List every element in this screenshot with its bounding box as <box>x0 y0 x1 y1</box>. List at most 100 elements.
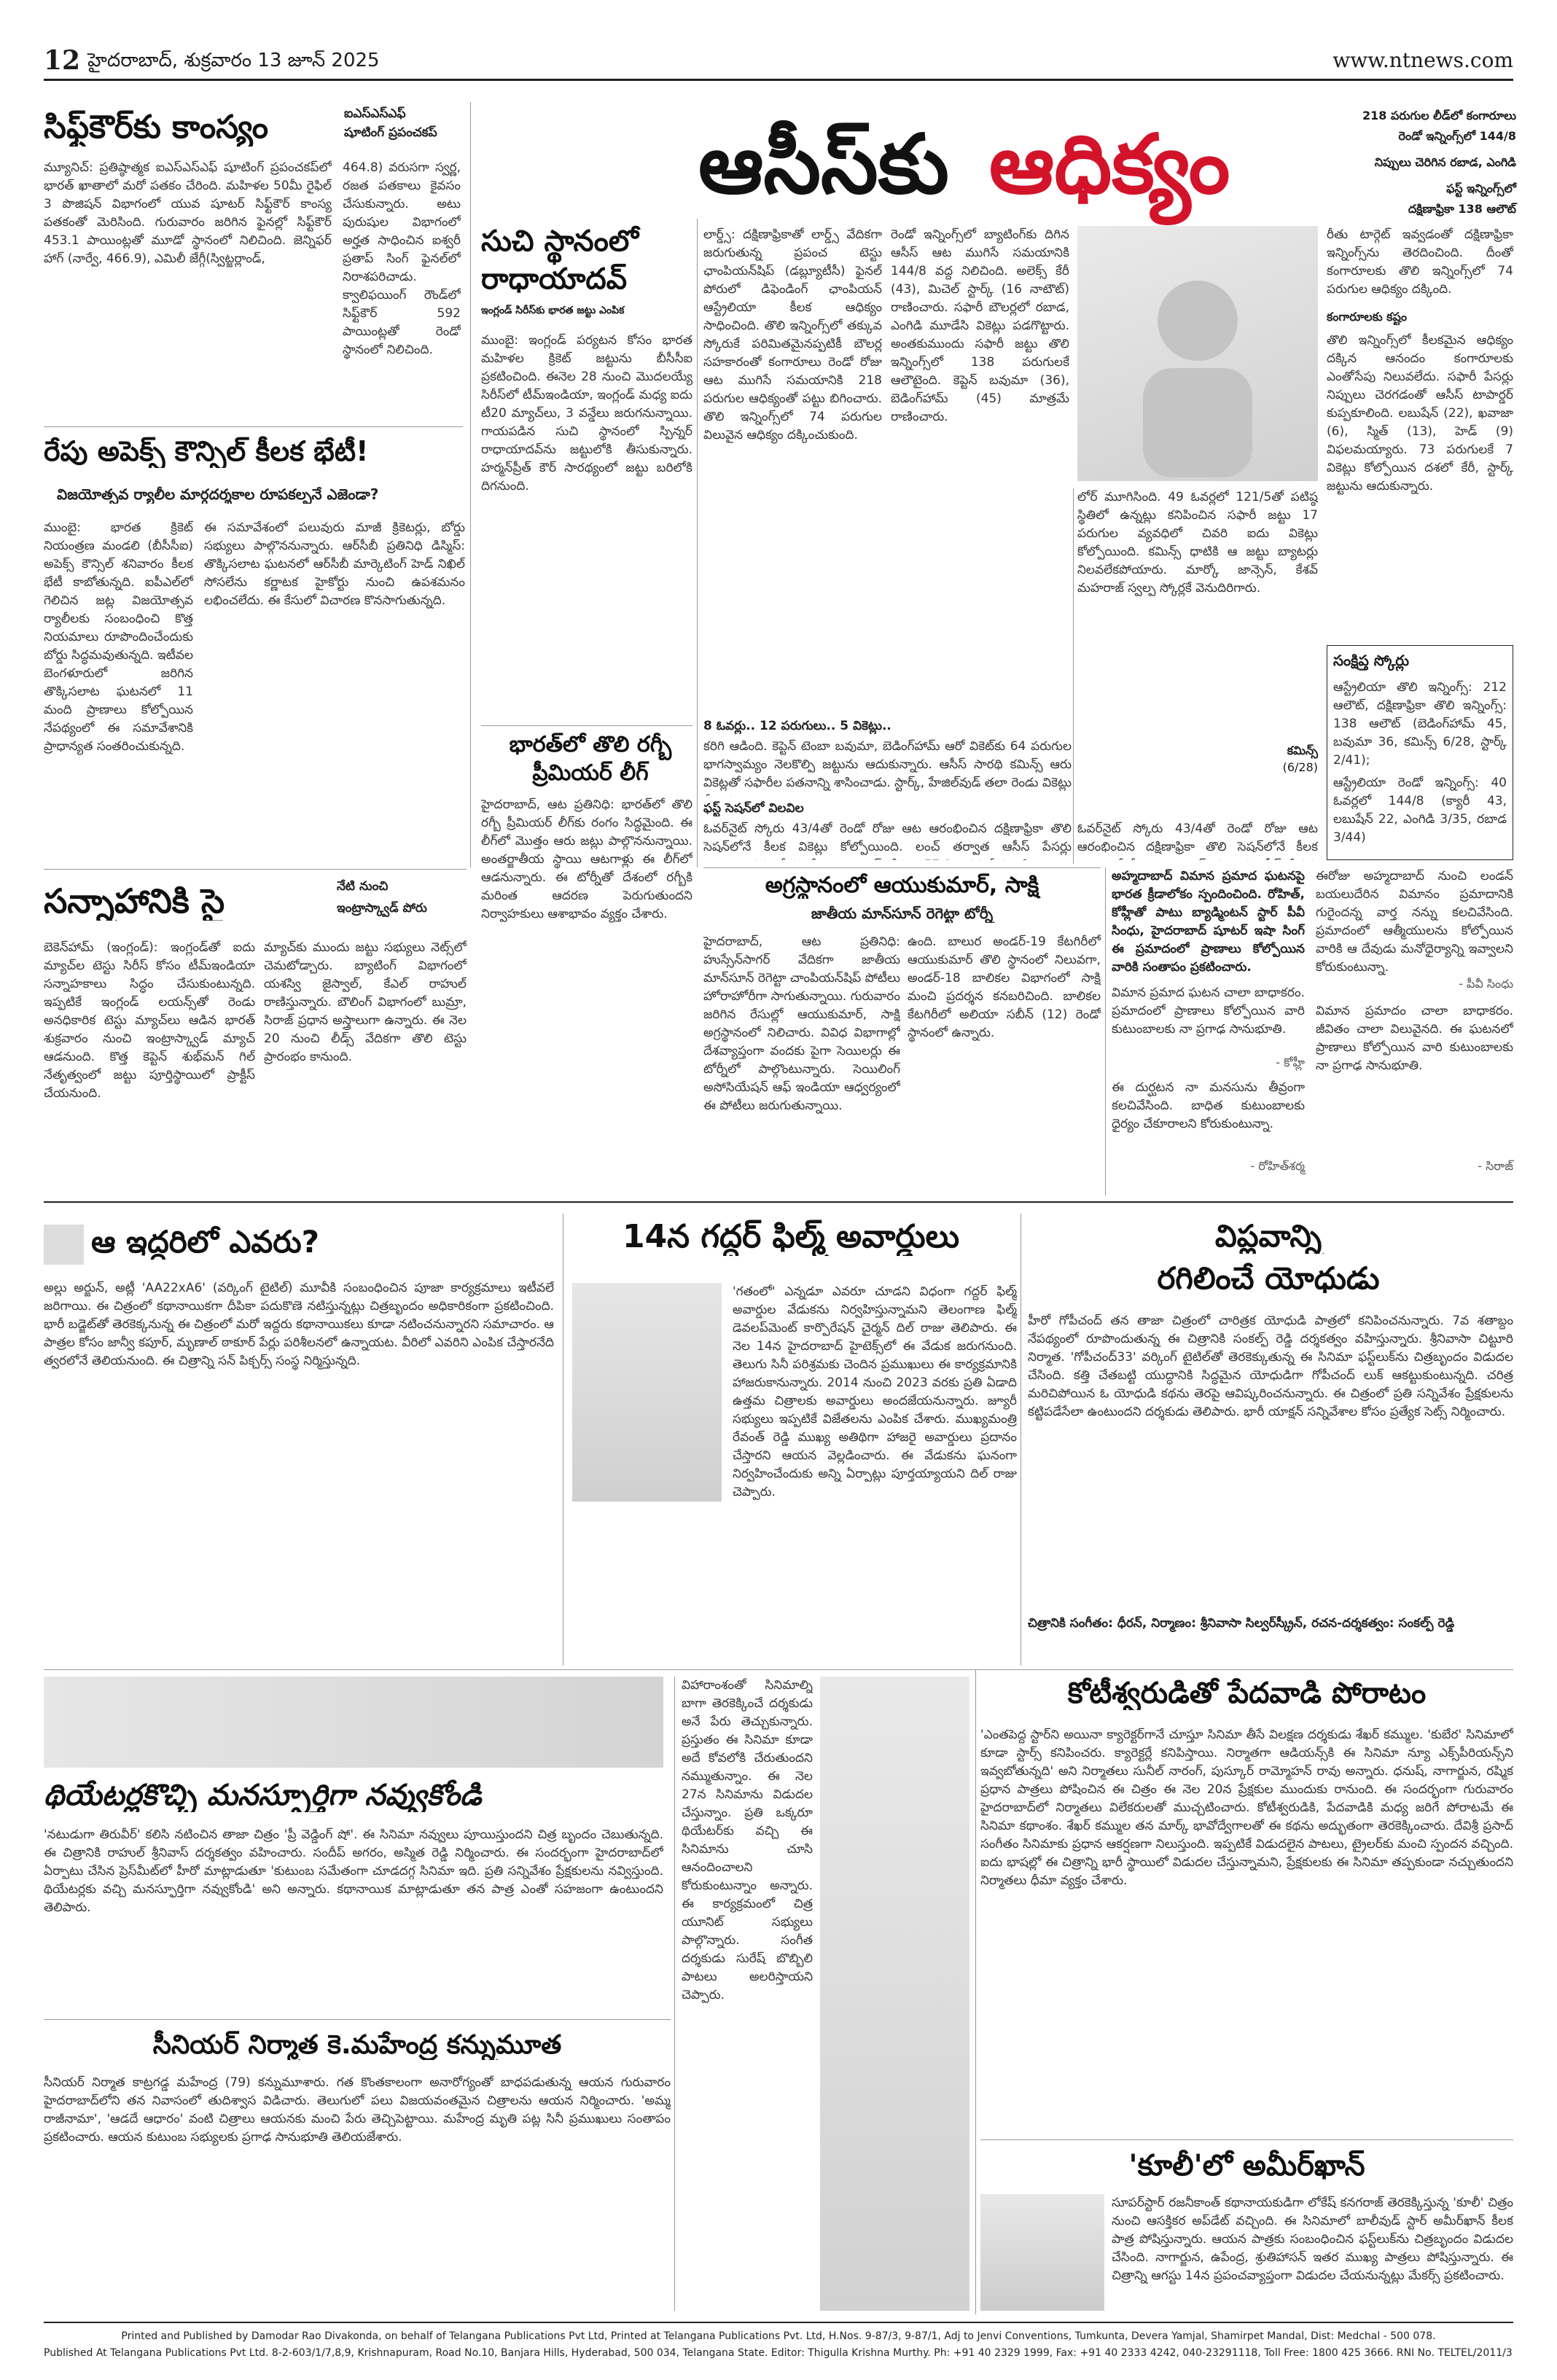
coolie-top-rule <box>980 2139 1513 2140</box>
aussies-col3-text: కరిగి ఆడింది. కెప్టెన్ టెంబా బవుమా, బెడి… <box>703 739 1072 796</box>
letters-sign-2: - రోహిత్‌శర్మ <box>1250 1159 1305 1173</box>
coolie-photo <box>980 2194 1104 2311</box>
lower-rule <box>44 1669 1017 1670</box>
letters-right-2: విమాన ప్రమాదం చాలా బాధాకరం. జీవితం చాలా … <box>1316 1004 1513 1073</box>
gaddar-photo <box>572 1283 722 1502</box>
letters-sign-4: - సిరాజ్ <box>1478 1159 1513 1173</box>
photo-icon <box>1143 281 1252 477</box>
aussies-deck-3: నిప్పులు చెరిగిన రబాడ, ఎంగిడి <box>1374 155 1516 169</box>
aussies-deck-1: 218 పరుగుల లీడ్‌లో కంగారూలు <box>1362 109 1516 122</box>
letters-left-1: అహ్మదాబాద్ విమాన ప్రమాద ఘటనపై భారత క్రీడ… <box>1112 869 1305 975</box>
letters-sign-3: - పీవీ సింధు <box>1459 977 1513 991</box>
sanna-body-left: బెకెన్‌హామ్ (ఇంగ్లండ్): ఇంగ్లండ్‌తో ఐదు … <box>44 940 255 1101</box>
letters-right-1: ఈరోజు అహ్మదాబాద్ నుంచి లండన్ బయలుదేరిన వ… <box>1316 869 1513 975</box>
yodhudu-body: హీరో గోపీచంద్ తన తాజా చిత్రంలో చారిత్రక … <box>1028 1314 1513 1419</box>
sanna-top-rule <box>44 869 467 870</box>
sanna-headline: సన్నాహానికి సై <box>44 882 225 921</box>
footer-line-2: Published At Telangana Publications Pvt … <box>44 2347 1513 2359</box>
sanna-body-right: మ్యాచ్‌కు ముందు జట్టు సభ్యులు నెట్స్‌లో … <box>264 940 467 1064</box>
suchi-body: ముంబై: ఇంగ్లండ్ పర్యటన కోసం భారత మహిళల క… <box>481 333 692 493</box>
yodhudu-headline-2: రగిలించే యోధుడు <box>1157 1261 1380 1296</box>
aussies-col1: లార్డ్స్: దక్షిణాఫ్రికాతో లార్డ్స్ వేదిక… <box>703 227 882 442</box>
yodhudu-headline-1: విప్లవాన్ని <box>1214 1219 1322 1254</box>
suchi-byline: ఇంగ్లండ్ సిరీస్‌కు భారత జట్టు ఎంపిక <box>481 305 625 316</box>
mahendra-headline: సీనియర్ నిర్మాత కె.మహేంద్ర కన్నుమూత <box>152 2030 562 2060</box>
ayush-body-left: హైదరాబాద్, ఆట ప్రతినిధి: హుస్సేన్‌సాగర్ … <box>703 935 900 1113</box>
aussies-col4-right: ఓవర్‌నైట్ స్కోరు 43/4తో రెండో రోజు ఆట ఆర… <box>1077 822 1318 860</box>
footer-line-1: Printed and Published by Damodar Rao Div… <box>121 2330 1436 2342</box>
aussies-deck: 218 పరుగుల లీడ్‌లో కంగారూలు రెండో ఇన్నిం… <box>1319 106 1516 219</box>
col-divider-7 <box>674 1677 675 2311</box>
yodhudu-credits: చిత్రానికి సంగీతం: ధీరన్, నిర్మాణం: శ్రీ… <box>1028 1616 1455 1631</box>
aussies-col6: రీతు టార్గెట్ ఇవ్వడంతో దక్షిణాఫ్రికా ఇన్… <box>1327 227 1513 297</box>
sift-body-left: మ్యూనిచ్: ప్రతిష్ఠాత్మక ఐఎస్‌ఎస్‌ఎఫ్ షూట… <box>44 160 332 266</box>
iddari-body: అల్లు అర్జున్, అట్లీ 'AA22xA6' (వర్కింగ్… <box>44 1281 554 1368</box>
sift-kicker-1: ఐఎస్‌ఎస్‌ఎఫ్ <box>344 106 406 121</box>
aussies-headline-part1: ఆసీస్‌కు <box>698 117 949 212</box>
ayush-subhead: జాతీయ మాన్‌సూన్ రెగెట్టా టోర్నీ <box>811 905 994 922</box>
iddari-photo <box>44 1225 84 1265</box>
sift-kicker-2: షూటింగ్ ప్రపంచకప్ <box>344 125 437 140</box>
gaddar-body: 'గతంలో' ఎన్నడూ ఎవరూ చూడని విధంగా గద్దర్ … <box>733 1284 1017 1499</box>
letters-left-2: విమాన ప్రమాద ఘటన చాలా బాధాకరం. ప్రమాదంలో… <box>1112 986 1305 1037</box>
aussies-sub-1: 8 ఓవర్లు.. 12 పరుగులు.. 5 వికెట్లు.. <box>703 719 891 733</box>
aussies-col2: రెండో ఇన్నింగ్స్‌లో బ్యాటింగ్‌కు దిగిన ఆ… <box>891 227 1069 424</box>
photo-score: (6/28) <box>1282 760 1318 774</box>
aussies-headline: ఆసీస్‌కు ఆధిక్యం <box>698 124 1303 226</box>
sift-headline: సిఫ్ట్‌కౌర్‌కు కాంస్యం <box>44 109 269 146</box>
koti-top-rule <box>977 1669 1513 1670</box>
aussies-deck-2: రెండో ఇన్నింగ్స్‌లో 144/8 <box>1398 129 1516 143</box>
apex-headline: రేపు అపెక్స్ కౌన్సిల్ కీలక భేటీ! <box>44 436 369 467</box>
sanna-kicker-1: నేటి నుంచి <box>337 879 389 894</box>
apex-body-left: ముంబై: భారత క్రికెట్ నియంత్రణ మండలి (బీస… <box>44 520 193 754</box>
apex-body-right: ఈ సమావేశంలో పలువురు మాజీ క్రికెటర్లు, బో… <box>204 520 465 608</box>
website[interactable]: www.ntnews.com <box>1332 48 1513 72</box>
rugby-body: హైదరాబాద్, ఆట ప్రతినిధి: భారత్‌లో తొలి ర… <box>481 797 692 921</box>
coolie-headline: 'కూలీ'లో అమీర్‌ఖాన్ <box>1128 2149 1365 2182</box>
mahendra-body: సీనియర్ నిర్మాత కాట్రగడ్డ మహేంద్ర (79) క… <box>44 2075 671 2145</box>
photo-caption: కమిన్స్ (6/28) <box>1077 744 1318 774</box>
theater-photo <box>44 1677 663 1768</box>
aussies-col7: తొలి ఇన్నింగ్స్‌లో కీలకమైన ఆధిక్యం దక్కి… <box>1327 333 1513 493</box>
aussies-col5: లోర్ మూగిసింది. 49 ఓవర్లలో 121/5తో పటిష్… <box>1077 490 1318 596</box>
mid-page-rule <box>44 1201 1513 1203</box>
scorecard-line-1: ఆస్ట్రేలియా తొలి ఇన్నింగ్స్: 212 ఆలౌట్, … <box>1333 680 1507 768</box>
aussies-col4: ఓవర్‌నైట్ స్కోరు 43/4తో రెండో రోజు ఆట ఆర… <box>703 822 1072 860</box>
scorecard-title: సంక్షిప్త స్కోర్లు <box>1333 652 1409 669</box>
koti-headline: కోటీశ్వరుడితో పేదవాడి పోరాటం <box>1067 1677 1427 1710</box>
letters-sign-1: - కోహ్లీ <box>1276 1056 1305 1069</box>
cummins-photo <box>1077 226 1318 481</box>
col-divider-1 <box>470 102 471 867</box>
col-divider-3 <box>1073 488 1074 864</box>
aussies-headline-part2: ఆధిక్యం <box>988 117 1230 212</box>
theater-headline: థియేటర్లకొచ్చి మనస్ఫూర్తిగా నవ్వుకోండి <box>44 1779 482 1812</box>
dateline: హైదరాబాద్, శుక్రవారం 13 జూన్ 2025 <box>87 50 380 71</box>
apex-top-rule <box>44 426 463 427</box>
aussies-deck-5: దక్షిణాఫ్రికా 138 ఆలౌట్ <box>1408 202 1516 216</box>
theater-body-right: విహారాంశంతో సినిమాల్ని బాగా తెరకెక్కించే… <box>682 1678 813 2002</box>
coolie-body: సూపర్‌స్టార్ రజనీకాంత్ కథానాయకుడిగా లోకే… <box>1112 2196 1513 2283</box>
apex-subhead: విజయోత్సవ ర్యాలీల మార్గదర్శకాల రూపకల్పనే… <box>57 485 379 503</box>
masthead-rule <box>44 79 1513 81</box>
aussies-sub-2: ఫస్ట్ సెషన్‌లో విలవిల <box>703 801 804 816</box>
rugby-headline: భారత్‌లో తొలి రగ్బీ ప్రీమియర్ లీగ్ <box>509 732 672 786</box>
letters-left-3: ఈ దుర్ఘటన నా మనసును తీవ్రంగా కలచివేసింది… <box>1112 1080 1305 1131</box>
theater-side-photo <box>820 1677 969 2311</box>
scorecard-box: సంక్షిప్త స్కోర్లు ఆస్ట్రేలియా తొలి ఇన్న… <box>1327 645 1513 860</box>
rugby-top-rule <box>481 725 692 726</box>
sanna-kicker-2: ఇంట్రాస్క్వాడ్ పోరు <box>337 901 427 916</box>
page-number: 12 <box>44 45 81 76</box>
iddari-headline: ఆ ఇద్దరిలో ఎవరు? <box>91 1225 319 1260</box>
aussies-deck-4: ఫస్ట్ ఇన్నింగ్స్‌లో <box>1446 182 1516 195</box>
footer-rule <box>44 2322 1513 2323</box>
scorecard-line-2: ఆస్ట్రేలియా రెండో ఇన్నింగ్స్: 40 ఓవర్లలో… <box>1333 776 1507 845</box>
aussies-sub-3: కంగారూలకు కష్టం <box>1327 310 1408 324</box>
suchi-headline: సుచి స్థానంలో రాధాయాదవ్ <box>481 225 639 296</box>
col-divider-4 <box>1105 867 1106 1195</box>
masthead: 12 హైదరాబాద్, శుక్రవారం 13 జూన్ 2025 www… <box>44 45 1513 76</box>
ayush-headline: అగ్రస్థానంలో ఆయుకుమార్, సాక్షి <box>765 873 1039 898</box>
ayush-top-rule <box>703 867 1101 868</box>
photo-credit: కమిన్స్ <box>1287 744 1318 757</box>
col-divider-8 <box>975 1669 976 2314</box>
koti-body: 'ఎంతపెద్ద స్టార్‌ని అయినా క్యారెక్టర్‌గా… <box>980 1728 1513 1888</box>
